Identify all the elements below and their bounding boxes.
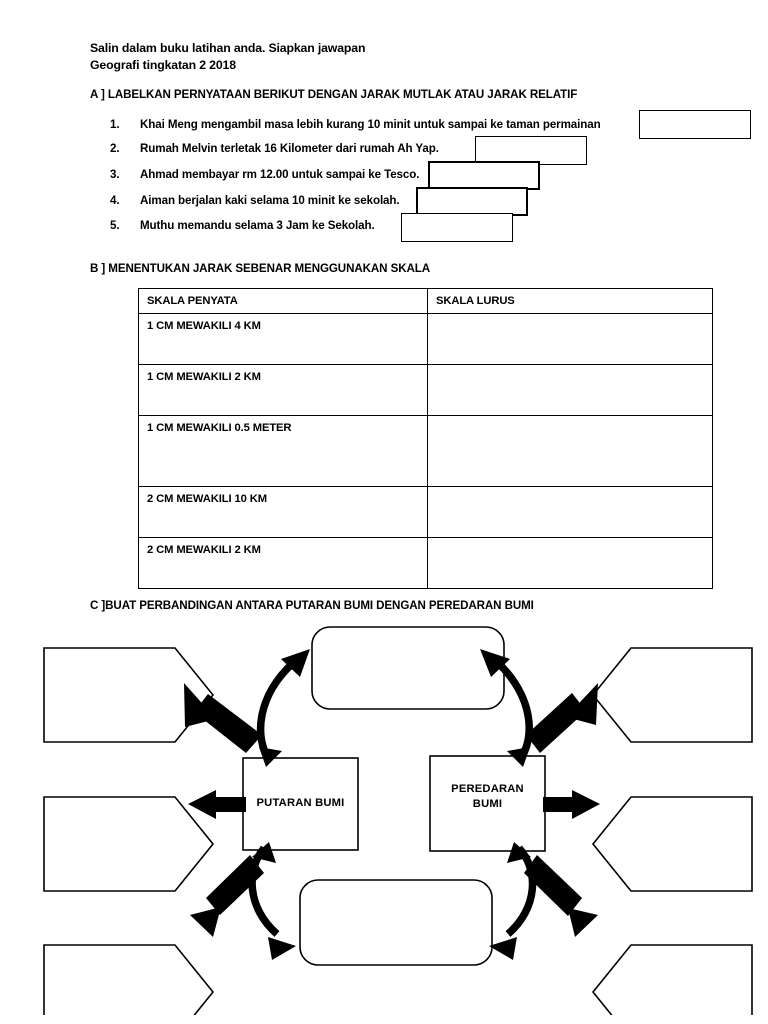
question-row-2: 2. Rumah Melvin terletak 16 Kilometer dar… — [110, 142, 439, 155]
column-header-skala-lurus: SKALA LURUS — [427, 288, 713, 314]
cell-skala-penyata-4: 2 CM MEWAKILI 10 KM — [138, 486, 428, 538]
cell-skala-penyata-5: 2 CM MEWAKILI 2 KM — [138, 537, 428, 589]
top-rounded-box[interactable] — [311, 626, 505, 710]
question-number-5: 5. — [110, 219, 120, 232]
question-row-3: 3. Ahmad membayar rm 12.00 untuk sampai k… — [110, 168, 419, 181]
section-c-heading: C ]BUAT PERBANDINGAN ANTARA PUTARAN BUMI… — [90, 599, 534, 612]
left-box-2[interactable] — [43, 796, 215, 892]
cell-skala-penyata-1: 1 CM MEWAKILI 4 KM — [138, 313, 428, 365]
center-label-peredaran-bumi: PEREDARAN BUMI — [451, 783, 524, 811]
column-header-skala-penyata: SKALA PENYATA — [138, 288, 428, 314]
header-line-1: Salin dalam buku latihan anda. Siapkan j… — [90, 41, 366, 55]
cell-skala-lurus-3[interactable] — [427, 415, 713, 487]
question-text-2: Rumah Melvin terletak 16 Kilometer dari … — [140, 142, 439, 155]
arrow-left-mid — [188, 790, 246, 819]
question-row-4: 4. Aiman berjalan kaki selama 10 minit ke… — [110, 194, 400, 207]
section-a-heading: A ] LABELKAN PERNYATAAN BERIKUT DENGAN J… — [90, 88, 578, 101]
bottom-rounded-box[interactable] — [299, 879, 493, 966]
answer-box-3[interactable] — [428, 161, 540, 190]
right-box-3[interactable] — [591, 944, 753, 1015]
question-row-1: 1. Khai Meng mengambil masa lebih kurang … — [110, 118, 601, 131]
table-row: 1 CM MEWAKILI 2 KM — [138, 364, 713, 416]
cell-skala-penyata-3: 1 CM MEWAKILI 0.5 METER — [138, 415, 428, 487]
question-row-5: 5. Muthu memandu selama 3 Jam ke Sekolah. — [110, 219, 375, 232]
table-row: 1 CM MEWAKILI 4 KM — [138, 313, 713, 365]
skala-table: SKALA PENYATA SKALA LURUS 1 CM MEWAKILI … — [138, 288, 713, 589]
arrow-right-up — [526, 683, 598, 753]
question-number-1: 1. — [110, 118, 120, 131]
question-number-2: 2. — [110, 142, 120, 155]
question-text-3: Ahmad membayar rm 12.00 untuk sampai ke … — [140, 168, 420, 181]
answer-box-1[interactable] — [639, 110, 751, 139]
header-line-2: Geografi tingkatan 2 2018 — [90, 58, 236, 72]
curve-peredaran-to-top — [480, 649, 533, 767]
table-header-row: SKALA PENYATA SKALA LURUS — [138, 288, 713, 314]
left-box-3[interactable] — [43, 944, 215, 1015]
center-box-peredaran-bumi[interactable] — [429, 755, 546, 852]
question-text-4: Aiman berjalan kaki selama 10 minit ke s… — [140, 194, 400, 207]
section-b-heading: B ] MENENTUKAN JARAK SEBENAR MENGGUNAKAN… — [90, 262, 430, 275]
table-row: 2 CM MEWAKILI 10 KM — [138, 486, 713, 538]
curve-peredaran-to-bottom — [489, 842, 537, 960]
question-text-5: Muthu memandu selama 3 Jam ke Sekolah. — [140, 219, 375, 232]
cell-skala-lurus-1[interactable] — [427, 313, 713, 365]
cell-skala-lurus-4[interactable] — [427, 486, 713, 538]
question-number-3: 3. — [110, 168, 120, 181]
comparison-diagram: .outline { fill:#ffffff; stroke:#000000;… — [0, 615, 768, 1015]
curve-putaran-to-top — [256, 649, 310, 767]
answer-box-5[interactable] — [401, 213, 513, 242]
cell-skala-lurus-5[interactable] — [427, 537, 713, 589]
question-number-4: 4. — [110, 194, 120, 207]
question-text-1: Khai Meng mengambil masa lebih kurang 10… — [140, 118, 601, 131]
right-box-2[interactable] — [591, 796, 753, 892]
center-label-putaran-bumi: PUTARAN BUMI — [256, 797, 345, 809]
arrow-right-down — [524, 855, 598, 937]
arrow-left-up — [184, 683, 262, 753]
right-box-1[interactable] — [591, 647, 753, 743]
arrow-right-mid — [543, 790, 600, 819]
table-row: 1 CM MEWAKILI 0.5 METER — [138, 415, 713, 487]
answer-box-4[interactable] — [416, 187, 528, 216]
cell-skala-penyata-2: 1 CM MEWAKILI 2 KM — [138, 364, 428, 416]
table-row: 2 CM MEWAKILI 2 KM — [138, 537, 713, 589]
curve-putaran-to-bottom — [248, 842, 296, 960]
cell-skala-lurus-2[interactable] — [427, 364, 713, 416]
